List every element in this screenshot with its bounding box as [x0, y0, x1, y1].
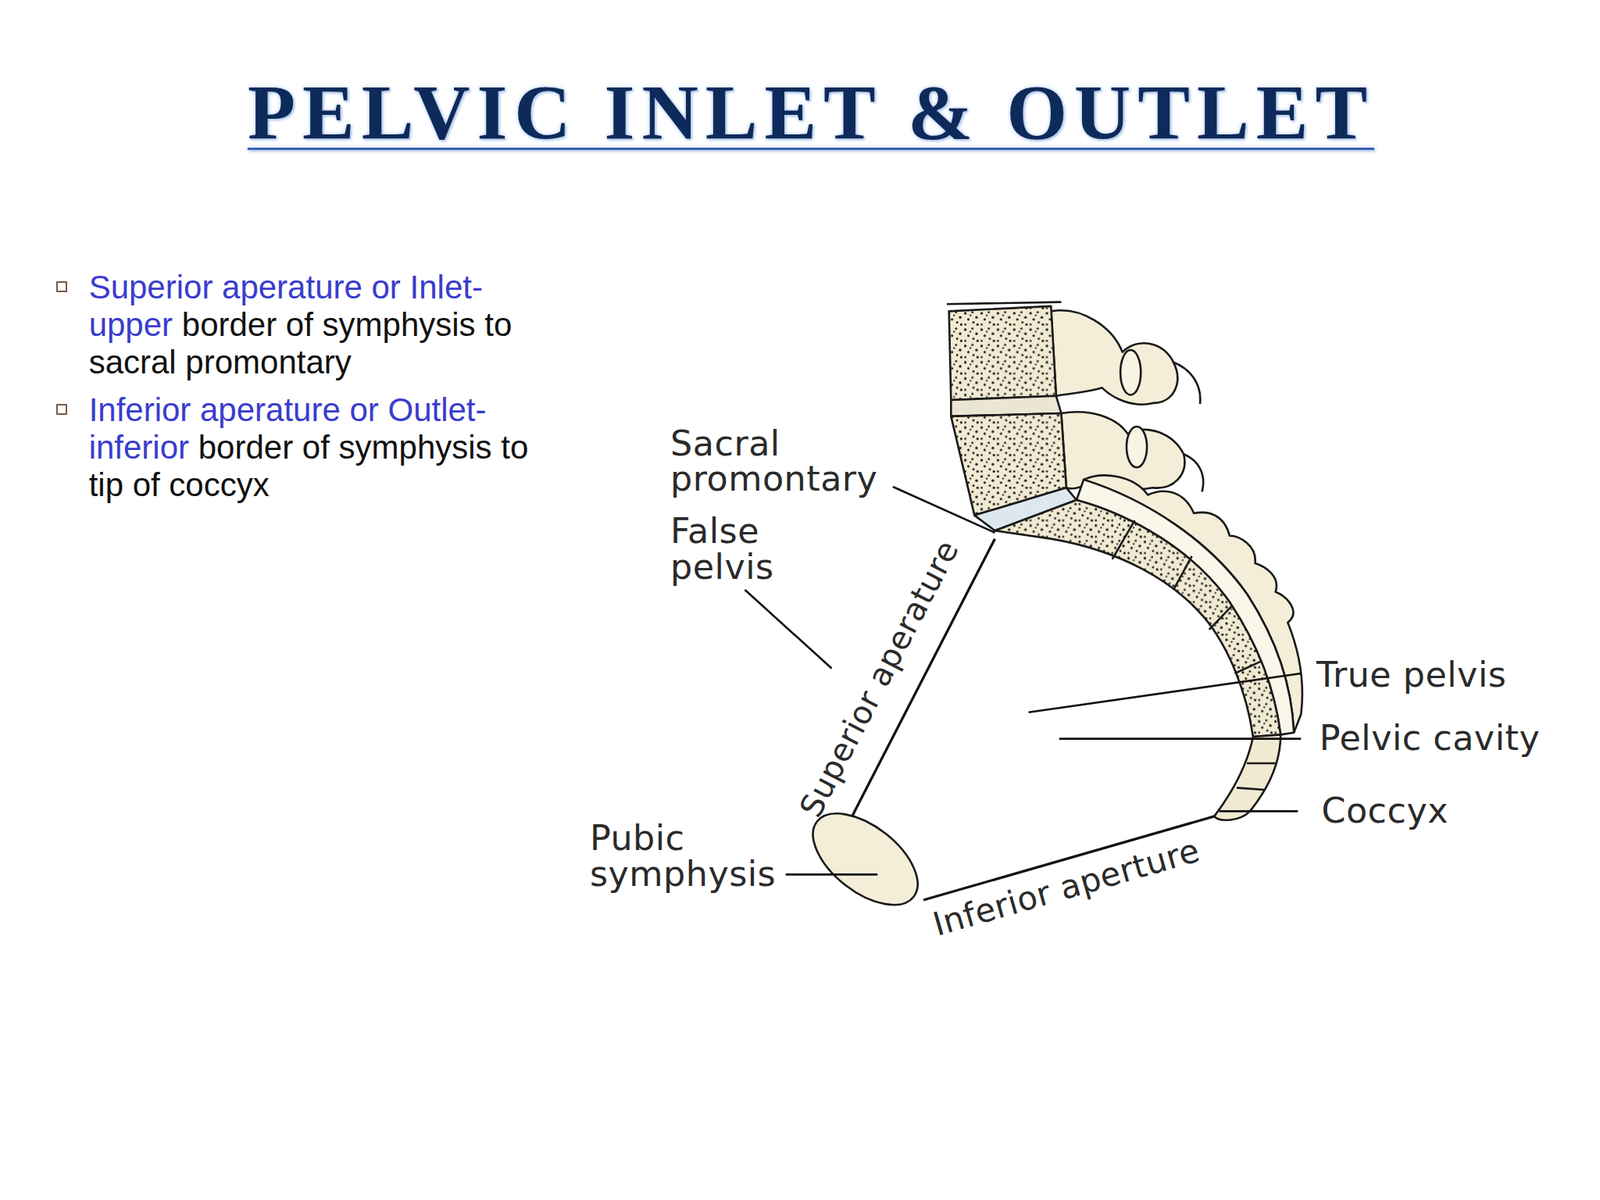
leader-line — [744, 589, 832, 669]
coccyx-segment-line — [1246, 762, 1276, 765]
leader-line — [1028, 673, 1302, 713]
aperture-label: Superior aperature — [792, 534, 966, 823]
sacrum-body — [994, 500, 1281, 737]
sacral-segment-line — [1173, 556, 1193, 590]
spinous-process — [1183, 453, 1204, 492]
spinous-process — [1173, 362, 1200, 405]
bullet-marker — [56, 281, 68, 293]
vertebral-body — [949, 306, 1057, 400]
slide-title: PELVIC INLET & OUTLET — [0, 73, 1600, 152]
sacral-segment-line — [1112, 520, 1136, 560]
lines-group — [744, 486, 1301, 900]
coccyx-bone — [1214, 734, 1281, 820]
bullet-keyword: upper — [89, 306, 173, 343]
bullet-item: Superior aperature or Inlet-upperborder … — [89, 268, 558, 382]
vertebral-arch — [1050, 310, 1178, 404]
bullet-marker — [56, 403, 68, 415]
bullet-heading: Inferior aperature or Outlet- — [89, 391, 558, 429]
part-label: Sacral promontary — [670, 425, 915, 497]
bullet-keyword: inferior — [89, 428, 190, 466]
sacral-segment-line — [1209, 605, 1233, 630]
bullet-item: Inferior aperature or Outlet-inferiorbor… — [89, 391, 558, 504]
bullet-heading: Superior aperature or Inlet- — [89, 268, 558, 307]
facet-joint — [1126, 426, 1147, 468]
part-label: Pubic symphysis — [589, 820, 784, 892]
leader-line — [1059, 737, 1302, 740]
spine-group — [796, 302, 1303, 923]
leader-line — [892, 486, 996, 533]
part-label: Coccyx — [1321, 792, 1449, 829]
sacral-segment-line — [1234, 660, 1261, 674]
leader-line — [785, 873, 879, 876]
spine-top-edge — [946, 302, 1061, 305]
part-label: False pelvis — [670, 513, 824, 585]
coccyx-segment-line — [1236, 787, 1266, 790]
part-label: Pelvic cavity — [1319, 720, 1540, 757]
facet-joint — [1120, 350, 1141, 395]
leader-line — [1219, 810, 1299, 813]
part-label: True pelvis — [1316, 657, 1507, 693]
